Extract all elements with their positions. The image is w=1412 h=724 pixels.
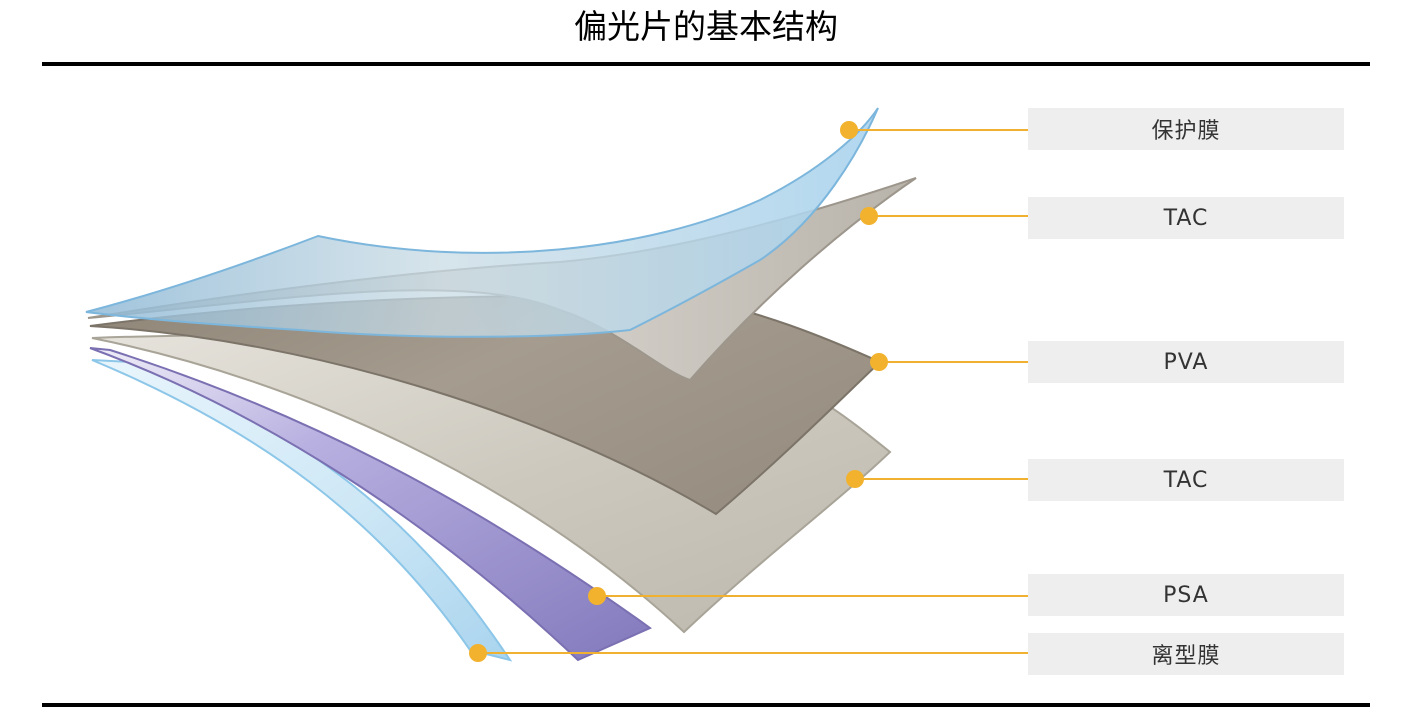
dot-pva: [870, 353, 888, 371]
connector-lines: [478, 129, 1028, 654]
label-tac-upper: TAC: [1028, 197, 1344, 239]
dot-protective-film: [840, 121, 858, 139]
page-title: 偏光片的基本结构: [574, 7, 838, 46]
bottom-rule: [42, 703, 1370, 707]
label-pva: PVA: [1028, 341, 1344, 383]
label-protective-film: 保护膜: [1028, 108, 1344, 150]
dot-tac-lower: [846, 470, 864, 488]
top-rule: [42, 62, 1370, 66]
dot-tac-upper: [860, 207, 878, 225]
label-tac-lower: TAC: [1028, 459, 1344, 501]
label-release-film: 离型膜: [1028, 633, 1344, 675]
label-psa: PSA: [1028, 574, 1344, 616]
dot-release-film: [469, 644, 487, 662]
layer-protective-film: [85, 107, 879, 338]
dot-psa: [588, 587, 606, 605]
layer-psa: [89, 347, 652, 662]
connector-dots: [469, 121, 888, 662]
